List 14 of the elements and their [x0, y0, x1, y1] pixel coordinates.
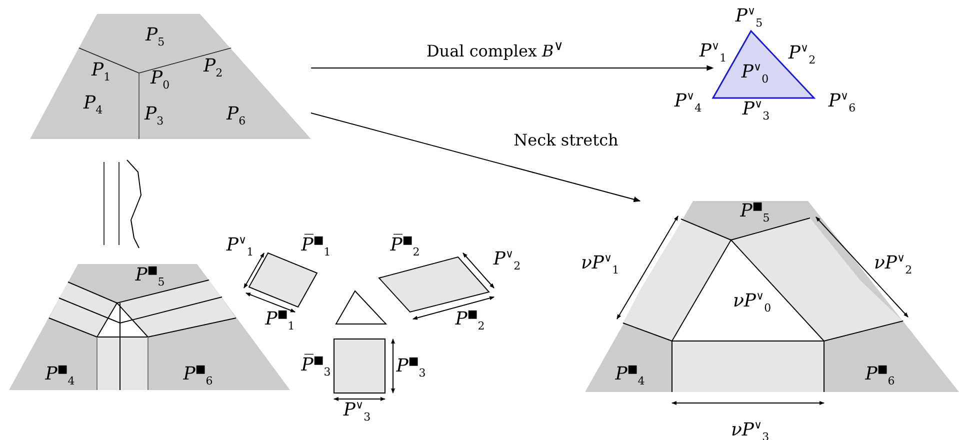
decomposed-complex-drawing [9, 264, 290, 390]
triangle-piece [335, 290, 388, 324]
math-label: P$_{1}$ [91, 62, 111, 82]
math-label: P$_{4}$ [83, 94, 103, 116]
math-label: P$_{0}$ [150, 70, 170, 90]
dual-triangle-drawing [712, 30, 816, 99]
math-label: P$_{3}$ [144, 106, 164, 126]
math-label: P$_{2}$ [203, 58, 223, 78]
arrow [310, 65, 714, 71]
arrow [310, 112, 641, 202]
square-piece [334, 338, 386, 394]
polyhedral-complex-drawing [30, 14, 311, 140]
math-label: P$_{6}$ [226, 106, 246, 126]
math-label: P$_{5}$ [145, 26, 165, 48]
